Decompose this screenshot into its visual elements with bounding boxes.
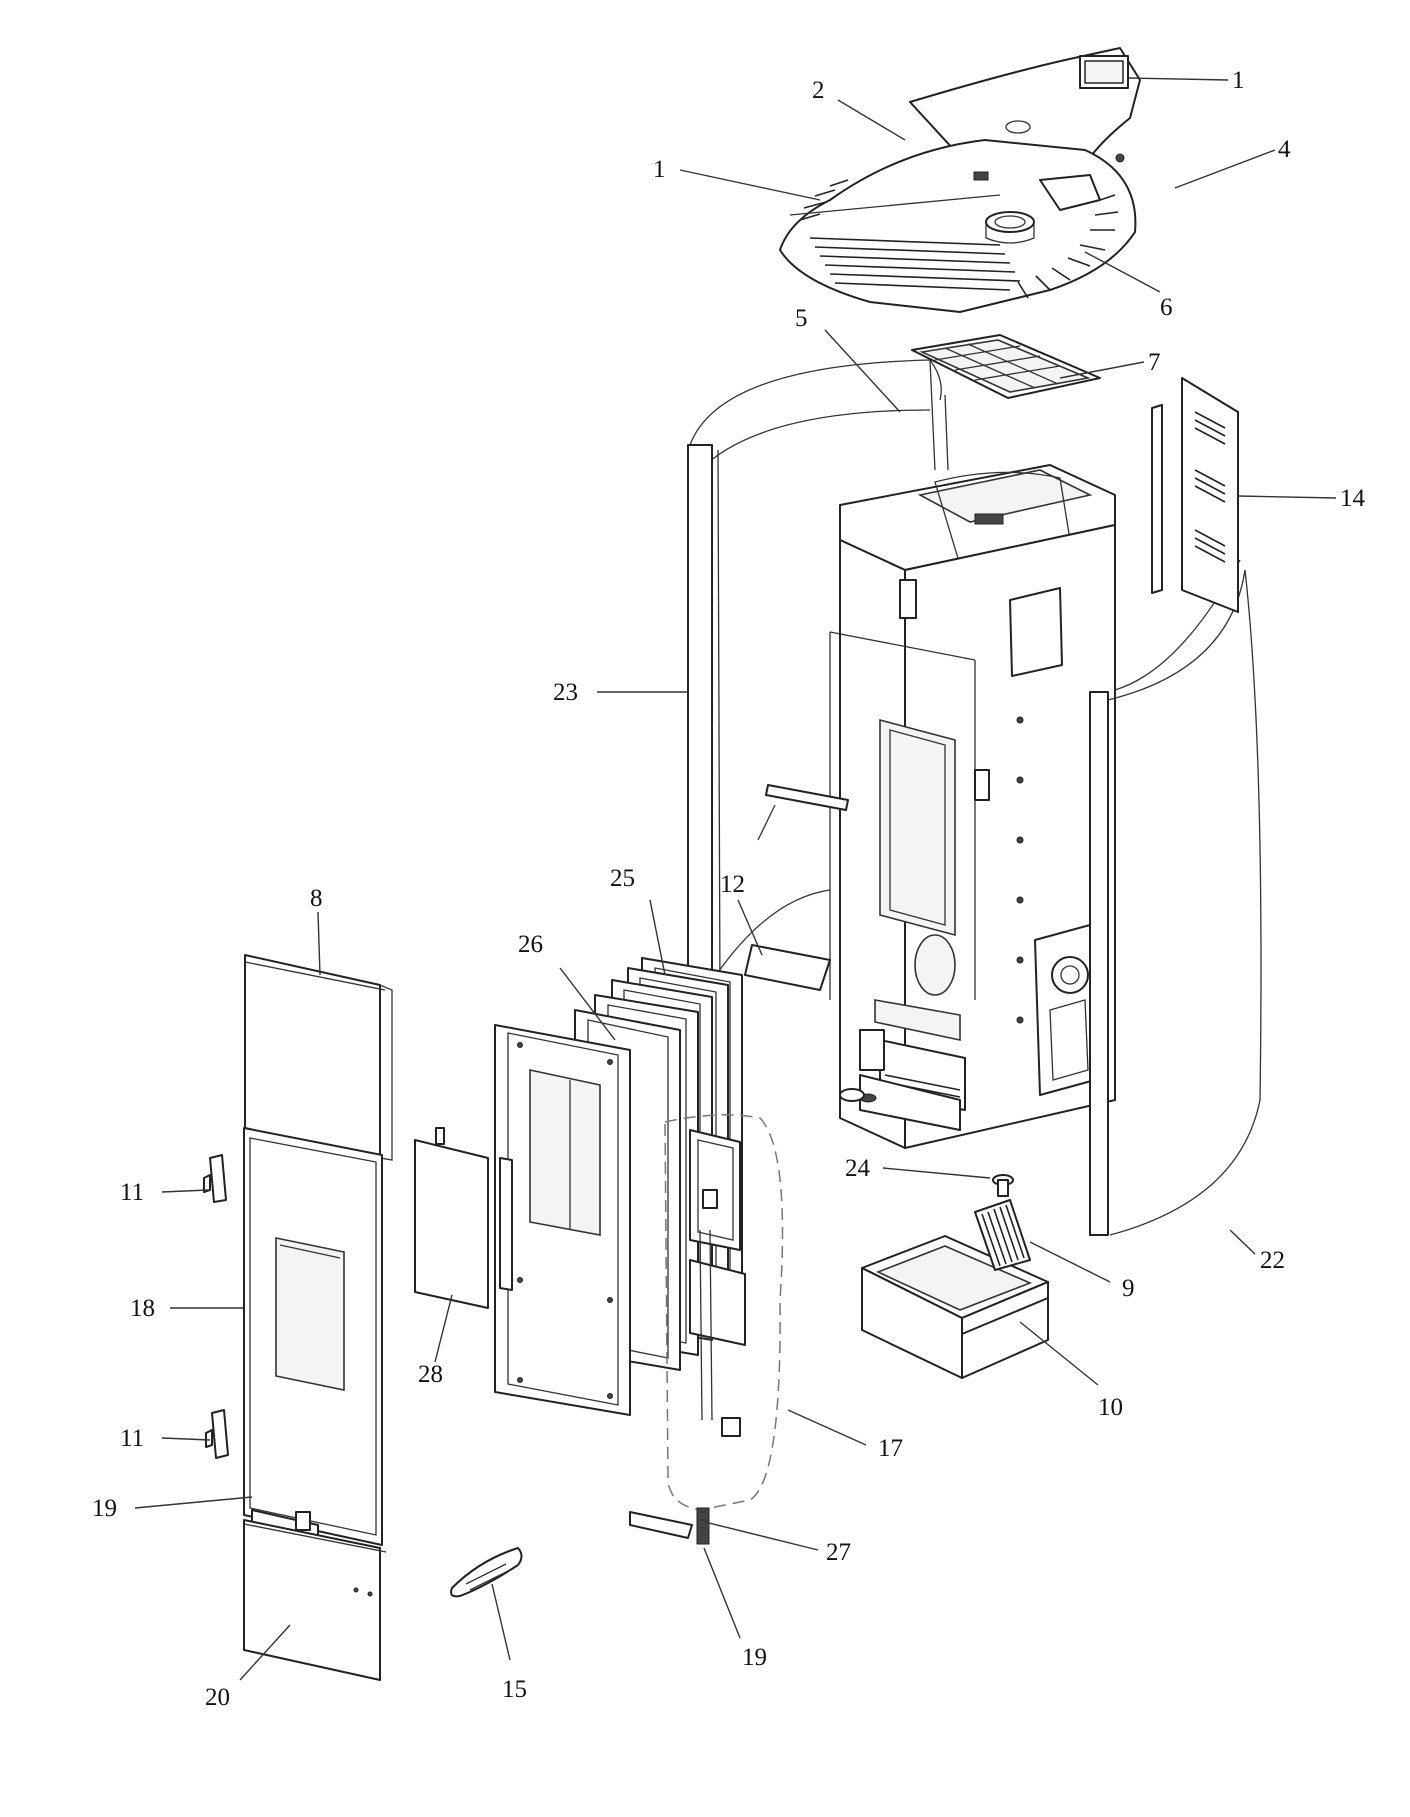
handle-grip-15 [450, 1547, 523, 1598]
callout-19-bot: 19 [742, 1644, 767, 1671]
callout-5: 5 [795, 305, 808, 332]
frame-screws [517, 1042, 613, 1399]
door-handle-assembly-17 [664, 1114, 784, 1511]
rear-curved-shell [689, 359, 949, 471]
callout-4: 4 [1278, 136, 1291, 163]
callout-17: 17 [878, 1435, 903, 1462]
right-curved-shell-22 [1089, 559, 1262, 1236]
left-column-23 [687, 444, 831, 1001]
callout-28: 28 [418, 1361, 443, 1388]
callout-8: 8 [310, 885, 323, 912]
callout-27: 27 [826, 1539, 851, 1566]
drawer-grid-9 [974, 1199, 1031, 1271]
grid-filter [911, 334, 1101, 399]
callout-23: 23 [553, 679, 578, 706]
handle-rod-27 [629, 1507, 710, 1545]
callout-7: 7 [1148, 349, 1161, 376]
callout-6: 6 [1160, 294, 1173, 321]
front-door-panel-18 [243, 1127, 383, 1546]
top-grille-panel [779, 139, 1137, 313]
leader-lines [134, 77, 1337, 1681]
callout-26: 26 [518, 931, 543, 958]
side-vent-panel-14 [1151, 377, 1239, 613]
leveling-foot-24 [839, 1088, 1014, 1197]
callout-15: 15 [502, 1676, 527, 1703]
radial-slats [799, 179, 1119, 299]
stove-body [829, 464, 1116, 1149]
grille-slats [809, 237, 1021, 291]
callout-11-top: 11 [120, 1179, 144, 1206]
callout-24: 24 [845, 1155, 871, 1182]
side-screws [1016, 716, 1024, 1024]
callout-2: 2 [812, 77, 825, 104]
callout-25: 25 [610, 865, 635, 892]
upper-front-panel-8 [244, 954, 393, 1161]
callout-labels: 1 2 1 4 6 5 7 14 23 8 25 12 26 24 11 9 2… [92, 67, 1366, 1711]
callout-19-left: 19 [92, 1495, 117, 1522]
callout-11-bot: 11 [120, 1425, 144, 1452]
mounting-bracket [744, 784, 849, 991]
callout-14: 14 [1340, 485, 1366, 512]
insulation-panel-28 [414, 1127, 489, 1309]
callout-10: 10 [1098, 1394, 1123, 1421]
hinge-11-top [203, 1154, 227, 1203]
callout-22: 22 [1260, 1247, 1285, 1274]
hinge-11-bottom [205, 1409, 229, 1459]
inner-door-frame [494, 1024, 631, 1416]
ash-drawer-10 [861, 1235, 1049, 1379]
lower-panel-20 [243, 1519, 387, 1681]
callout-1-top: 1 [1232, 67, 1245, 94]
callout-20: 20 [205, 1684, 230, 1711]
callout-1-left: 1 [653, 156, 666, 183]
callout-12: 12 [720, 871, 745, 898]
callout-9: 9 [1122, 1275, 1135, 1302]
callout-18: 18 [130, 1295, 155, 1322]
